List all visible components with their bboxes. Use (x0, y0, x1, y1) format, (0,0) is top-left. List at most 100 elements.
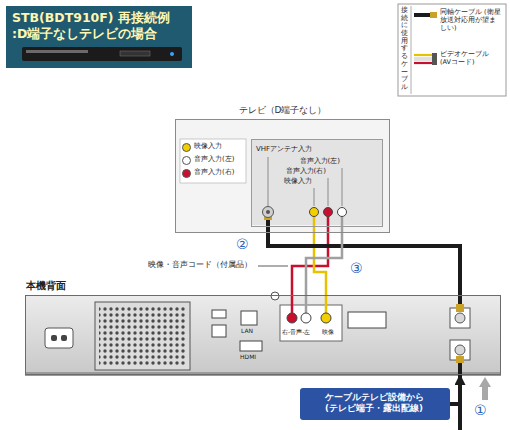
screw (271, 292, 279, 300)
card-port (212, 325, 226, 337)
usb-port (212, 310, 226, 318)
title-panel (6, 6, 192, 68)
coax-plug (456, 304, 464, 312)
audio-jack (287, 313, 297, 323)
cord-label: 映像・音声コード（付属品） (148, 260, 252, 270)
coax-cable (450, 375, 460, 404)
fan-frame (95, 302, 190, 370)
coax-from-wall (458, 404, 462, 430)
legend-text: 同軸ケーブル (衛星放送対応用が望ましい) (440, 8, 502, 32)
jack-label: 音声入力(左) (300, 157, 340, 166)
av-icon-wire (414, 58, 432, 59)
inlet-frame (45, 328, 73, 348)
legend-item: ビデオケーブル (AVコード) (440, 50, 502, 66)
coax-icon-plug (430, 12, 437, 18)
device-display (120, 51, 150, 56)
video-jack (321, 313, 331, 323)
coax-stub (458, 362, 462, 375)
legend-text: 音声入力(右) (194, 168, 234, 177)
stb-rear-panel: 本機背面LANHDMI右-音声-左映像 (25, 295, 501, 375)
legend-text: ビデオケーブル (AVコード) (440, 50, 502, 66)
legend-swatch (182, 156, 191, 165)
lan-port (241, 311, 257, 325)
device-body (22, 47, 182, 61)
av-icon-wire (414, 58, 432, 61)
power-inlet (45, 328, 73, 348)
device-led (170, 52, 174, 56)
direction-arrow (482, 386, 488, 400)
leader-line (258, 266, 288, 267)
title-text: STB(BDT910F) 再接続例 :D端子なしテレビの場合 (12, 10, 186, 41)
coax-cable (268, 233, 460, 295)
port-label: 映像 (322, 328, 334, 336)
legend-swatch (182, 169, 191, 178)
av-cord (306, 233, 342, 295)
cable-source-box: ケーブルテレビ設備から (テレビ端子・露出配線) (300, 388, 450, 420)
vertical-heading: 接続に使用するケーブル (401, 7, 408, 92)
audio-jack (338, 208, 347, 217)
video-jack (310, 208, 319, 217)
coax-plug (456, 356, 464, 363)
tv-input-panel: VHFアンテナ入力音声入力(左)音声入力(右)映像入力 (251, 139, 383, 227)
tv-heading: テレビ（D端子なし） (176, 105, 389, 116)
device-tray (26, 50, 88, 53)
coax-icon (414, 12, 437, 18)
antenna-jack (263, 207, 274, 218)
legend-divider (411, 6, 412, 94)
av-icon-plug (432, 53, 437, 65)
device-picture (22, 47, 182, 61)
coax-icon-cable (414, 13, 431, 17)
callout-number: ① (474, 403, 487, 418)
panel-heading: 本機背面 (26, 280, 66, 293)
coax-stub (266, 218, 270, 233)
port-label: HDMI (240, 353, 256, 361)
legend-swatch (182, 143, 191, 152)
callout-number: ③ (350, 261, 363, 276)
leader-line (328, 178, 329, 206)
callout-number: ② (236, 237, 249, 252)
legend-text: 映像入力 (194, 142, 222, 151)
tv-body (175, 119, 390, 233)
legend-item: 音声入力(右) (182, 168, 234, 178)
inlet-pin (61, 335, 67, 341)
tv-input-panel-fill (251, 139, 382, 225)
yellow-wire (314, 212, 326, 318)
stb-foot (25, 372, 501, 376)
stb-body (25, 295, 501, 375)
jack-label: VHFアンテナ入力 (256, 145, 312, 154)
legend-item: 同軸ケーブル (衛星放送対応用が望ましい) (440, 8, 502, 32)
port-label: 右-音声-左 (282, 328, 310, 336)
inlet-pin (51, 335, 57, 341)
jack-label: 映像入力 (284, 177, 312, 186)
av-icon-wire (414, 62, 432, 64)
leader-line (314, 188, 315, 206)
legend-item: 音声入力(左) (182, 155, 234, 165)
jack-label: 音声入力(右) (286, 167, 326, 176)
direction-arrow (479, 377, 491, 387)
digital-port (348, 312, 386, 328)
av-icon-wire (414, 54, 432, 56)
legend-item: 映像入力 (182, 142, 222, 152)
terminal-socket (455, 345, 465, 355)
antenna-jack-pin (266, 210, 270, 214)
fan-grill (99, 306, 186, 366)
leader-line (268, 157, 269, 206)
legend-text: 音声入力(左) (194, 155, 234, 164)
audio-jack (301, 313, 311, 323)
terminal-socket (455, 313, 465, 323)
tv-jack-key-area (180, 139, 246, 183)
audio-jack (324, 208, 333, 217)
cable-legend-box (398, 4, 506, 96)
hdmi-port (240, 341, 262, 351)
source-text: ケーブルテレビ設備から (テレビ端子・露出配線) (305, 392, 443, 413)
jack-leaders (268, 157, 342, 206)
port-label: LAN (241, 327, 253, 335)
av-output-panel (280, 305, 342, 341)
leader-line (342, 168, 343, 206)
red-wire (292, 212, 328, 318)
av-cable-icon (414, 53, 437, 65)
